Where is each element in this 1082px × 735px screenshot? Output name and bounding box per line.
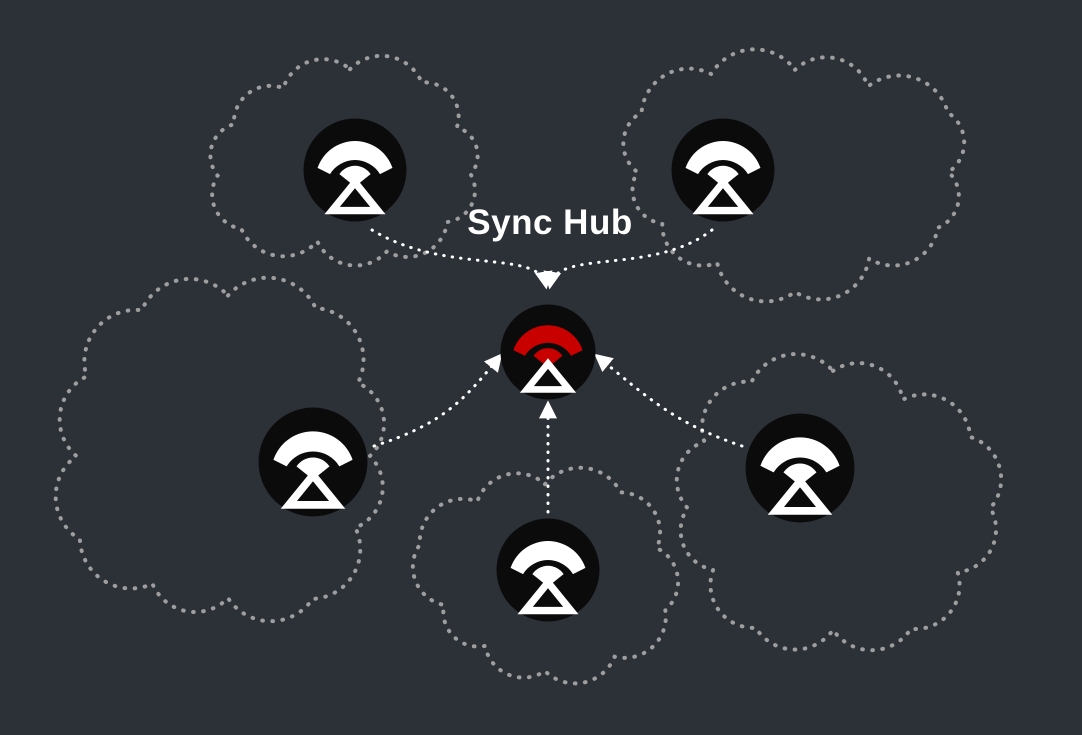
- peer-node-middle-right: [745, 413, 855, 523]
- signal-wedge: [339, 165, 371, 187]
- cloud-outline: [410, 465, 681, 686]
- triangle-glyph: [519, 358, 577, 393]
- triangle-glyph: [517, 576, 579, 615]
- triangle-glyph: [767, 475, 833, 515]
- signal-arc: [317, 141, 393, 175]
- sync-peer-icon: [258, 407, 368, 517]
- signal-arc: [513, 325, 583, 356]
- peer-node-middle-left: [258, 407, 368, 517]
- sync-arrow: [372, 353, 503, 448]
- signal-arc: [273, 431, 353, 467]
- sync-peer-icon: [745, 413, 855, 523]
- hub-node: [500, 304, 596, 400]
- peer-node-top-right: [671, 118, 775, 222]
- signal-arc: [510, 541, 586, 575]
- peer-node-top-left: [303, 118, 407, 222]
- signal-wedge: [532, 565, 564, 587]
- signal-wedge: [783, 463, 817, 486]
- signal-wedge: [533, 348, 563, 368]
- peer-node-bottom-center: [496, 518, 600, 622]
- sync-arrow: [594, 353, 744, 448]
- cloud-outline: [674, 352, 1004, 653]
- sync-peer-icon: [496, 518, 600, 622]
- signal-wedge: [707, 165, 739, 187]
- sync-arrow: [543, 228, 714, 290]
- sync-hub-icon: [500, 304, 596, 400]
- signal-arc: [685, 141, 761, 175]
- triangle-glyph: [324, 176, 386, 215]
- signal-wedge: [296, 457, 330, 480]
- triangle-glyph: [692, 176, 754, 215]
- diagram-title: Sync Hub: [467, 203, 633, 242]
- sync-peer-icon: [671, 118, 775, 222]
- triangle-glyph: [280, 469, 346, 509]
- sync-peer-icon: [303, 118, 407, 222]
- sync-arrow: [370, 228, 553, 290]
- signal-arc: [760, 437, 840, 473]
